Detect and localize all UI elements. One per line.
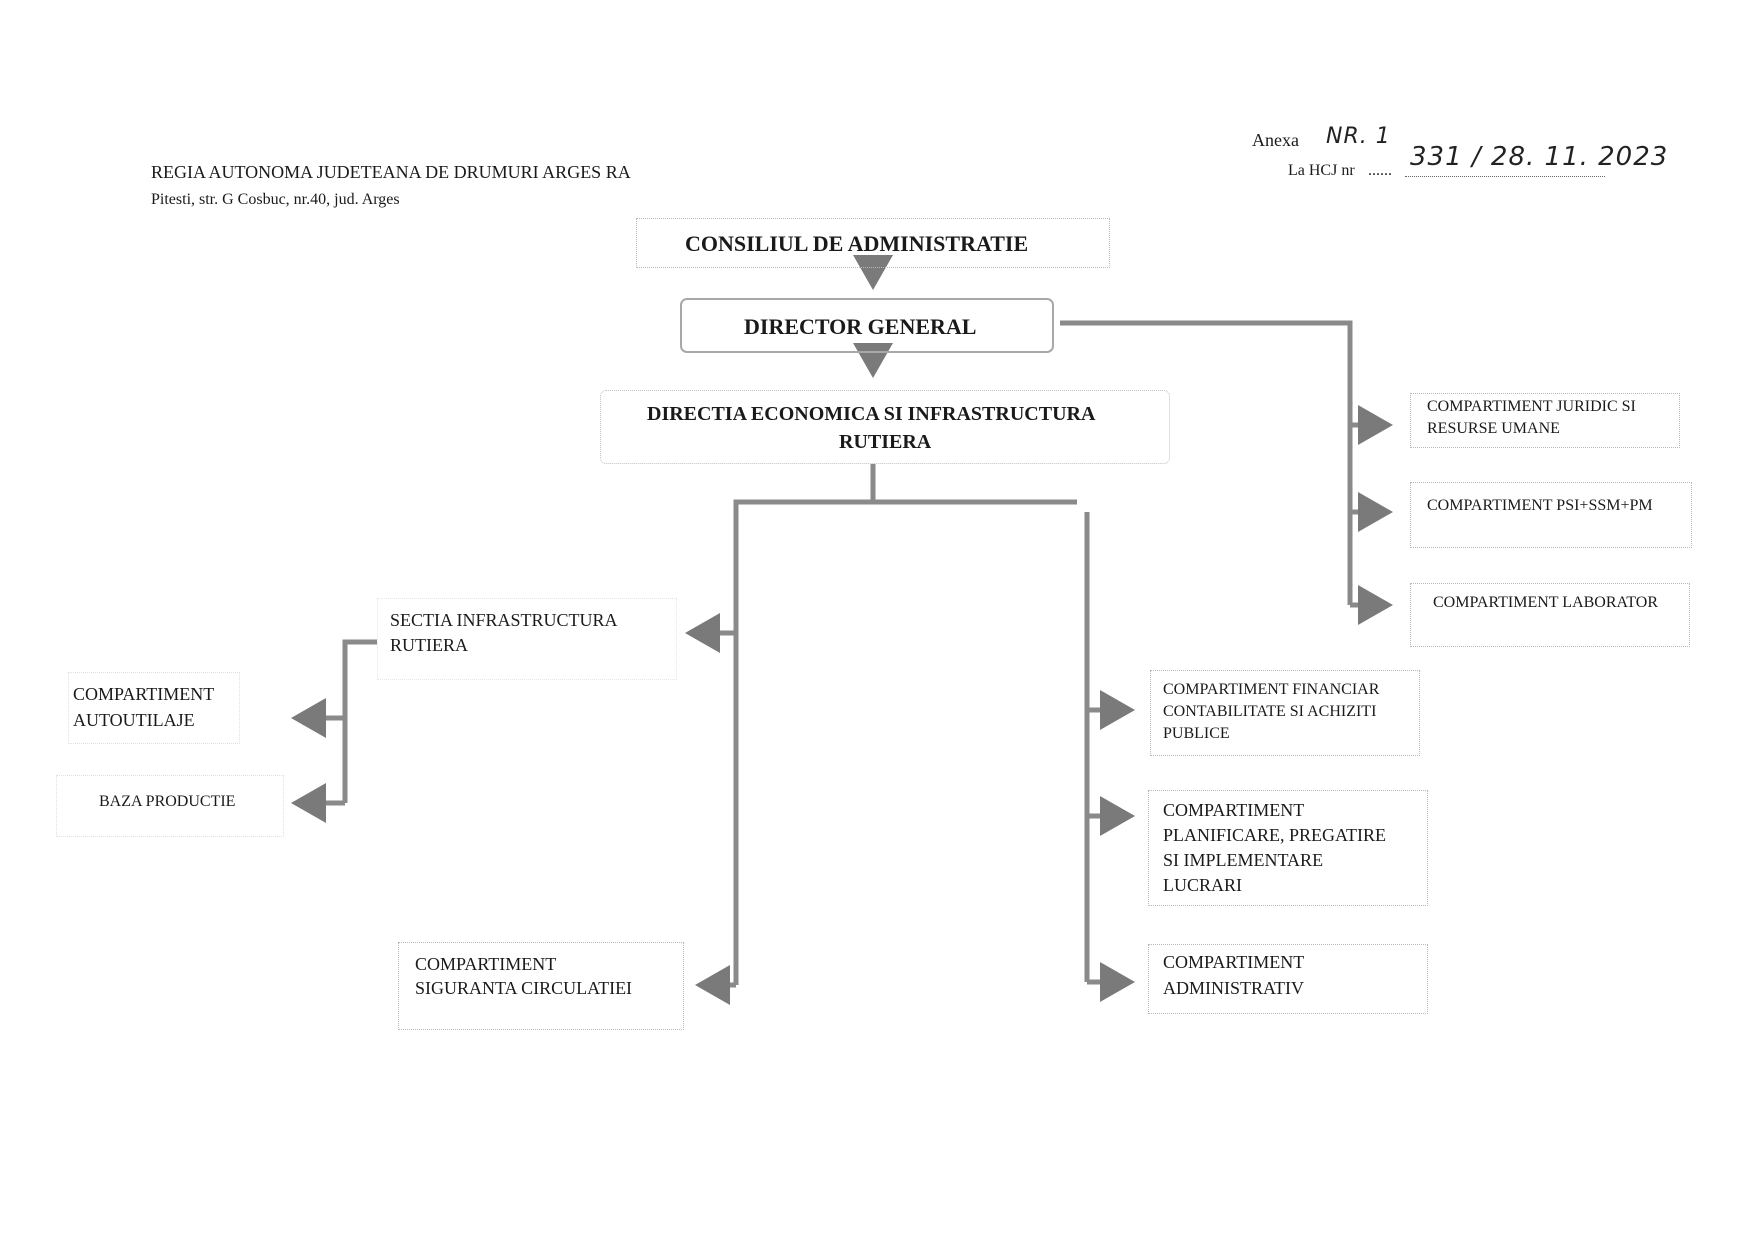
unit-planificare-line-4: LUCRARI bbox=[1163, 875, 1243, 895]
section-line-1: SECTIA INFRASTRUCTURA bbox=[390, 610, 618, 630]
unit-juridic-line-1: COMPARTIMENT JURIDIC SI bbox=[1427, 398, 1636, 415]
hcj-label: La HCJ nr bbox=[1288, 162, 1355, 179]
unit-laborator-label: COMPARTIMENT LABORATOR bbox=[1433, 594, 1659, 611]
connector-director-right bbox=[1060, 320, 1353, 605]
hcj-dotted-line bbox=[1405, 176, 1605, 177]
annex-label: Anexa bbox=[1252, 130, 1299, 150]
director-box: DIRECTOR GENERAL bbox=[680, 298, 1054, 353]
unit-financiar-line-1: COMPARTIMENT FINANCIAR bbox=[1163, 681, 1380, 698]
hcj-number-handwritten: 331 / 28. 11. 2023 bbox=[1410, 142, 1669, 172]
unit-siguranta-box: COMPARTIMENT SIGURANTA CIRCULATIEI bbox=[398, 942, 684, 1030]
board-box: CONSILIUL DE ADMINISTRATIE bbox=[636, 218, 1110, 268]
section-line-2: RUTIERA bbox=[390, 635, 468, 655]
unit-financiar-line-2: CONTABILITATE SI ACHIZITI bbox=[1163, 703, 1377, 720]
unit-planificare-line-1: COMPARTIMENT bbox=[1163, 800, 1305, 820]
unit-baza-box: BAZA PRODUCTIE bbox=[56, 775, 284, 837]
director-title: DIRECTOR GENERAL bbox=[744, 314, 977, 339]
unit-juridic-box: COMPARTIMENT JURIDIC SI RESURSE UMANE bbox=[1410, 393, 1680, 448]
unit-planificare-line-2: PLANIFICARE, PREGATIRE bbox=[1163, 825, 1387, 845]
unit-psi-label: COMPARTIMENT PSI+SSM+PM bbox=[1427, 497, 1653, 514]
unit-laborator-box: COMPARTIMENT LABORATOR bbox=[1410, 583, 1690, 647]
unit-financiar-box: COMPARTIMENT FINANCIAR CONTABILITATE SI … bbox=[1150, 670, 1420, 756]
board-title: CONSILIUL DE ADMINISTRATIE bbox=[685, 231, 1029, 256]
unit-psi-box: COMPARTIMENT PSI+SSM+PM bbox=[1410, 482, 1692, 548]
org-name: REGIA AUTONOMA JUDETEANA DE DRUMURI ARGE… bbox=[151, 162, 631, 182]
connector-main-bus bbox=[733, 499, 1077, 985]
unit-planificare-box: COMPARTIMENT PLANIFICARE, PREGATIRE SI I… bbox=[1148, 790, 1428, 906]
unit-siguranta-line-1: COMPARTIMENT bbox=[415, 954, 557, 974]
unit-juridic-line-2: RESURSE UMANE bbox=[1427, 420, 1560, 437]
unit-autoutilaje-box: COMPARTIMENT AUTOUTILAJE bbox=[68, 672, 240, 744]
unit-siguranta-line-2: SIGURANTA CIRCULATIEI bbox=[415, 978, 633, 998]
unit-autoutilaje-line-1: COMPARTIMENT bbox=[73, 684, 215, 704]
hcj-dots: ...... bbox=[1368, 162, 1392, 179]
connector-sectia-sub bbox=[342, 639, 377, 803]
section-box: SECTIA INFRASTRUCTURA RUTIERA bbox=[377, 598, 677, 680]
unit-administrativ-line-2: ADMINISTRATIV bbox=[1163, 978, 1304, 998]
unit-administrativ-line-1: COMPARTIMENT bbox=[1163, 952, 1305, 972]
unit-administrativ-box: COMPARTIMENT ADMINISTRATIV bbox=[1148, 944, 1428, 1014]
org-address: Pitesti, str. G Cosbuc, nr.40, jud. Arge… bbox=[151, 191, 400, 208]
unit-financiar-line-3: PUBLICE bbox=[1163, 725, 1230, 742]
unit-planificare-line-3: SI IMPLEMENTARE bbox=[1163, 850, 1324, 870]
unit-baza-label: BAZA PRODUCTIE bbox=[99, 793, 236, 810]
unit-autoutilaje-line-2: AUTOUTILAJE bbox=[73, 710, 195, 730]
annex-number-handwritten: NR. 1 bbox=[1326, 124, 1391, 149]
directorate-box: DIRECTIA ECONOMICA SI INFRASTRUCTURA RUT… bbox=[600, 390, 1170, 464]
directorate-line-1: DIRECTIA ECONOMICA SI INFRASTRUCTURA bbox=[647, 403, 1096, 425]
directorate-line-2: RUTIERA bbox=[839, 431, 932, 453]
